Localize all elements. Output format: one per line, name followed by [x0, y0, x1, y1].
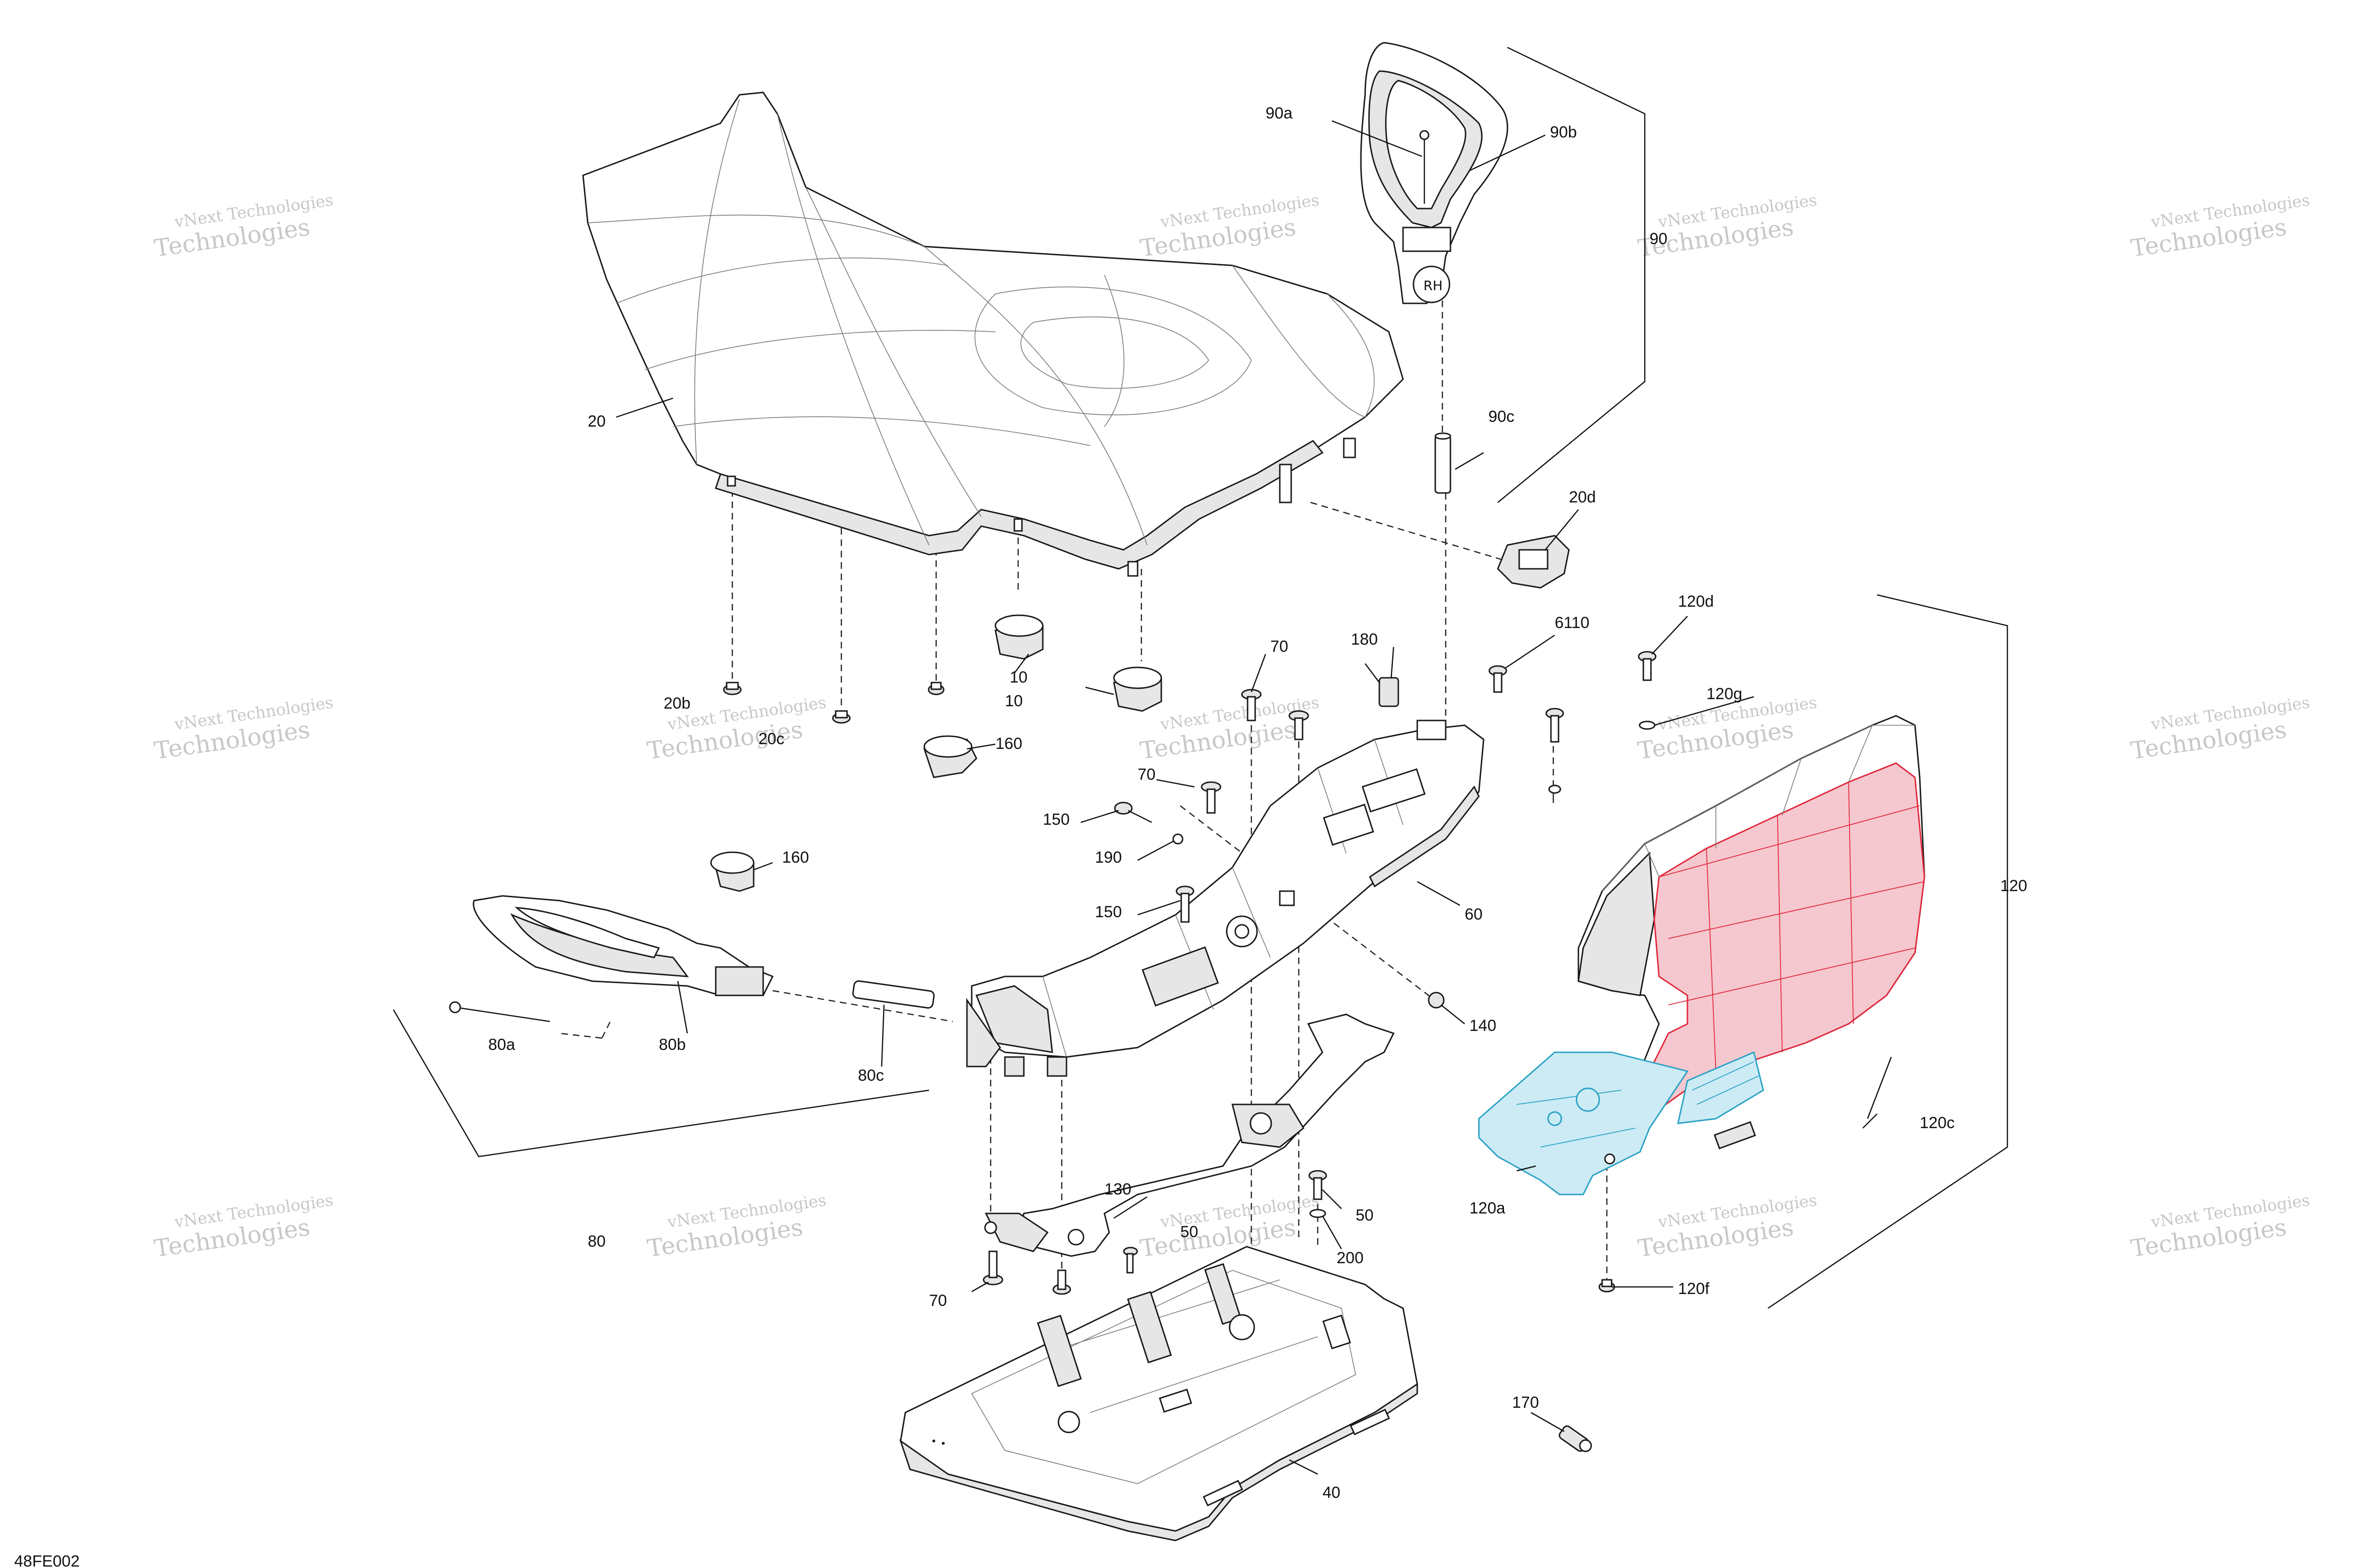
callout-120f: 120f: [1678, 1280, 1710, 1298]
callout-6110: 6110: [1555, 614, 1589, 632]
bolt-6110: [1488, 665, 1507, 693]
bolt-70: [1201, 781, 1221, 814]
callout-130: 130: [1104, 1180, 1131, 1198]
pin-part-90c: [1434, 432, 1451, 494]
base-part-40: [899, 1246, 1418, 1541]
callout-160: 160: [782, 848, 809, 866]
backrest-highlight-120c: [1639, 762, 1925, 1130]
frame-slot: [1323, 803, 1374, 846]
callout-80c: 80c: [858, 1067, 884, 1085]
callout-20: 20: [588, 412, 606, 430]
callout-150: 150: [1043, 811, 1070, 829]
fasteners: [710, 614, 1657, 1452]
callout-10: 10: [1010, 668, 1028, 686]
bolt-70: [1052, 1269, 1071, 1295]
callout-80a: 80a: [488, 1036, 515, 1054]
callout-60: 60: [1465, 905, 1483, 923]
pin-part-80a: [449, 1001, 550, 1022]
latch-part-20d: [1497, 535, 1570, 589]
washer-200: [1309, 1209, 1326, 1218]
watermark: vNext Technologies Technologies: [2129, 1191, 2311, 1262]
callout-50: 50: [1356, 1206, 1374, 1224]
tube-part-80c: [852, 980, 935, 1009]
callout-70: 70: [929, 1292, 947, 1310]
callout-10: 10: [1005, 692, 1023, 710]
screw-150: [1176, 885, 1194, 923]
diagram-code: 48FE002: [14, 1552, 80, 1568]
bolt-50: [1308, 1170, 1327, 1200]
callout-90c: 90c: [1488, 408, 1514, 426]
callout-40: 40: [1322, 1484, 1340, 1502]
frame-connector: [1141, 946, 1219, 1007]
callout-150: 150: [1095, 903, 1122, 921]
leader-lines: [616, 120, 1892, 1475]
callout-20c: 20c: [758, 730, 784, 748]
backrest-part-120: [1478, 715, 1925, 1195]
callout-120c: 120c: [1920, 1114, 1955, 1132]
bolt-70: [1288, 710, 1309, 740]
screw-150: [1114, 802, 1152, 823]
callout-70: 70: [1138, 766, 1156, 784]
seat-part-20: [582, 91, 1404, 577]
washer-190: [1172, 833, 1184, 845]
rh-badge-text: RH: [1423, 278, 1443, 293]
watermark: vNext Technologies Technologies: [646, 1191, 828, 1262]
bumper-10: [994, 614, 1044, 660]
callout-190: 190: [1095, 848, 1122, 866]
clip-180: [1378, 677, 1399, 707]
frame-part-60: [966, 720, 1485, 1077]
bracket-120: [1768, 594, 2008, 1309]
seat-latch-hook: [1279, 464, 1292, 503]
bolt-70: [1241, 689, 1262, 721]
watermark: vNext Technologies Technologies: [1636, 1191, 1818, 1262]
pin-170: [1559, 1425, 1592, 1452]
group-brackets: [392, 46, 2008, 1309]
callout-70: 70: [1270, 638, 1288, 656]
callout-20b: 20b: [664, 694, 691, 712]
watermark: vNext Technologies Technologies: [153, 191, 335, 262]
bolt-70: [983, 1250, 1003, 1285]
washer-120g: [1639, 720, 1656, 730]
bumper-10: [1113, 666, 1162, 712]
handle-mount-block: [1402, 227, 1451, 252]
callout-80b: 80b: [659, 1036, 686, 1054]
rh-handle-part-90: RH: [1360, 42, 1508, 304]
bolt-120d: [1638, 651, 1657, 681]
callout-labels: 90a 90b 90 20 90c 20d 70 180 6110 120d 1…: [488, 104, 2027, 1502]
callout-160: 160: [995, 735, 1022, 753]
frame-slot: [1361, 768, 1426, 813]
callout-90a: 90a: [1266, 104, 1293, 122]
watermark: vNext Technologies Technologies: [153, 693, 335, 765]
backrest-plate-120a: [1478, 1051, 1689, 1195]
watermark: vNext Technologies Technologies: [1139, 1191, 1321, 1262]
cap-160: [710, 851, 755, 892]
callout-120g: 120g: [1706, 685, 1742, 703]
rh-badge-circle: [1413, 265, 1450, 303]
watermark: vNext Technologies Technologies: [153, 1191, 335, 1262]
bracket-90: [1497, 46, 1646, 503]
bracket-part-130: [984, 1013, 1395, 1257]
bracket-80: [392, 1009, 930, 1158]
watermark: vNext Technologies Technologies: [2129, 191, 2311, 262]
bolt-120: [1545, 708, 1564, 794]
callout-140: 140: [1469, 1017, 1496, 1035]
callout-90b: 90b: [1550, 123, 1577, 141]
cap-160: [923, 735, 977, 778]
watermark: vNext Technologies Technologies: [1139, 191, 1321, 262]
callout-20d: 20d: [1569, 488, 1596, 506]
callout-120: 120: [2000, 877, 2027, 895]
callout-120a: 120a: [1469, 1199, 1505, 1217]
nut-140: [1428, 992, 1445, 1009]
watermark: vNext Technologies Technologies: [1636, 191, 1818, 262]
callout-200: 200: [1337, 1249, 1364, 1267]
lh-handle-part-80: [473, 895, 774, 996]
callout-180: 180: [1351, 630, 1378, 648]
callout-80: 80: [588, 1232, 606, 1250]
callout-170: 170: [1512, 1394, 1539, 1412]
callout-90: 90: [1650, 230, 1668, 248]
callout-120d: 120d: [1678, 593, 1714, 611]
callout-50: 50: [1180, 1223, 1198, 1241]
watermark: vNext Technologies Technologies: [2129, 693, 2311, 765]
